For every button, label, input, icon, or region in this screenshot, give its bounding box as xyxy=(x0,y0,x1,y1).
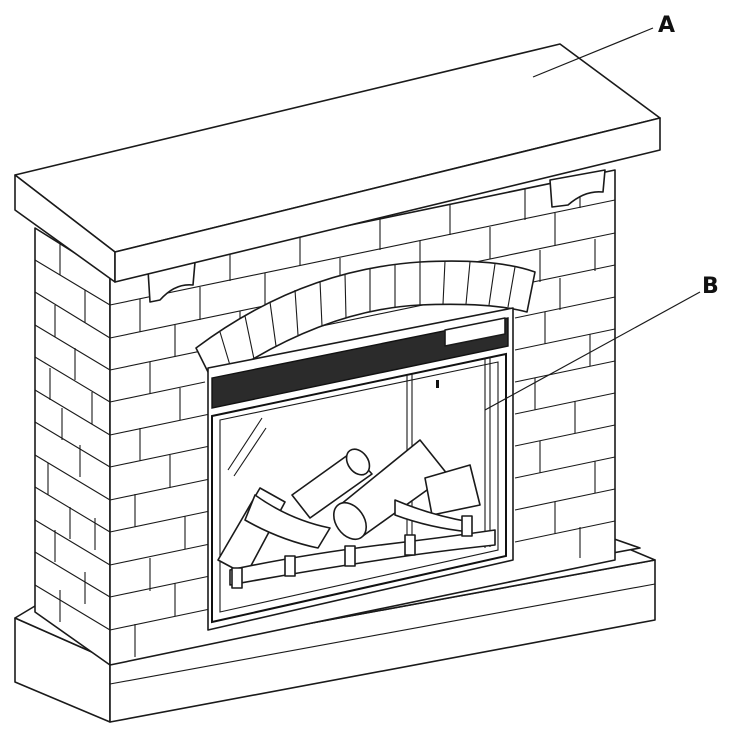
log-set xyxy=(217,439,496,589)
mantel-top xyxy=(14,43,661,283)
callout-a-label: A xyxy=(658,13,675,38)
glass-door xyxy=(211,352,507,624)
heater-grille xyxy=(211,317,509,409)
left-side-wall xyxy=(34,227,111,666)
leader-line-b xyxy=(484,291,701,411)
leader-line-a xyxy=(532,27,654,78)
control-panel xyxy=(444,317,506,347)
callouts: A B xyxy=(484,13,719,411)
mantel-corbels xyxy=(147,169,606,303)
callout-b-label: B xyxy=(702,274,719,299)
